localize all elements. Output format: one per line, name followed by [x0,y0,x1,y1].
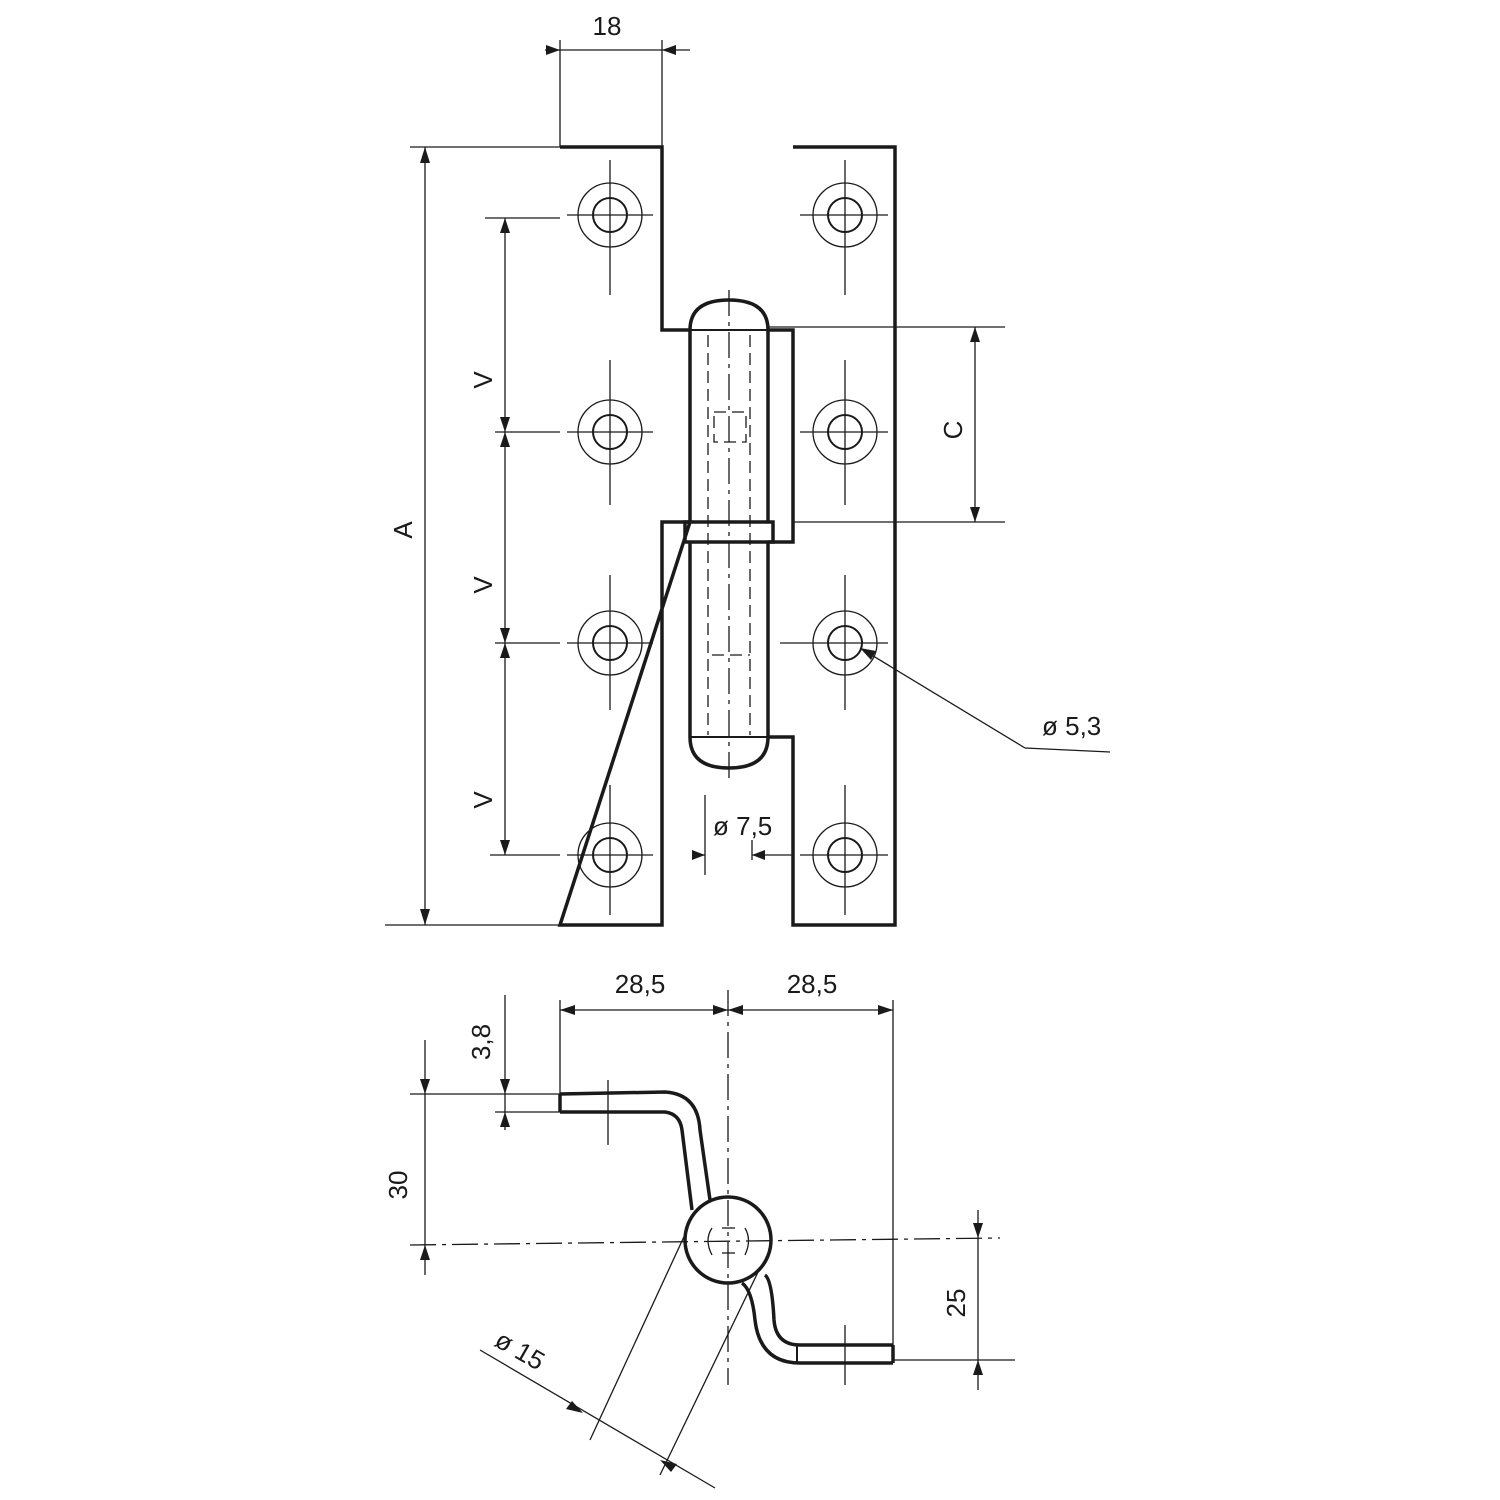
end-view: 28,5 28,5 3,8 30 25 [383,969,1015,1489]
screw-hole [567,575,653,710]
dim-label-thickness: 3,8 [466,1024,496,1060]
dim-knuckle-diameter: ø 15 [479,1227,761,1489]
dim-offset-bottom: 25 [893,1210,1015,1390]
dim-hole-spacing: V V V [468,217,560,856]
dim-label-18: 18 [593,11,622,41]
dim-overall-length: A [385,146,560,926]
dim-label-offset-bottom: 25 [941,1289,971,1318]
dim-label-V-1: V [468,371,498,389]
dim-label-C: C [938,421,968,440]
right-leaf-outline [768,145,897,927]
dim-knuckle-length: C [768,326,1005,523]
left-leaf-outline [557,145,693,927]
screw-hole [567,360,653,505]
dim-label-half-width-right: 28,5 [787,969,838,999]
hidden-pin [707,290,769,780]
center-line-horizontal [409,1237,1001,1246]
dim-leaf-width: 18 [545,11,690,147]
dim-label-hole-diameter: ø 5,3 [1042,711,1101,741]
dim-label-pin-diameter: ø 7,5 [713,811,772,841]
screw-holes [567,160,888,915]
screw-hole [780,575,888,710]
dim-pin-diameter: ø 7,5 [692,795,792,875]
dim-half-widths: 28,5 28,5 [559,969,894,1345]
dim-label-V-2: V [468,576,498,594]
leader-screw-hole-diameter: ø 5,3 [859,647,1111,753]
profile-right-leaf [740,1273,893,1365]
dim-thickness: 3,8 [410,995,560,1130]
front-view: 18 A V V V [385,11,1111,927]
dim-offset-top: 30 [383,1040,430,1275]
screw-hole [567,160,653,295]
screw-hole [800,785,888,915]
dim-label-half-width-left: 28,5 [615,969,666,999]
dim-label-A: A [388,521,418,539]
screw-hole [567,785,653,915]
profile-knuckle [683,1195,773,1285]
dim-label-knuckle-diameter: ø 15 [490,1324,550,1376]
profile-left-leaf [559,1090,712,1211]
dim-label-V-3: V [468,791,498,809]
screw-hole [800,160,888,295]
dim-label-offset-top: 30 [383,1171,413,1200]
screw-hole [800,360,888,505]
